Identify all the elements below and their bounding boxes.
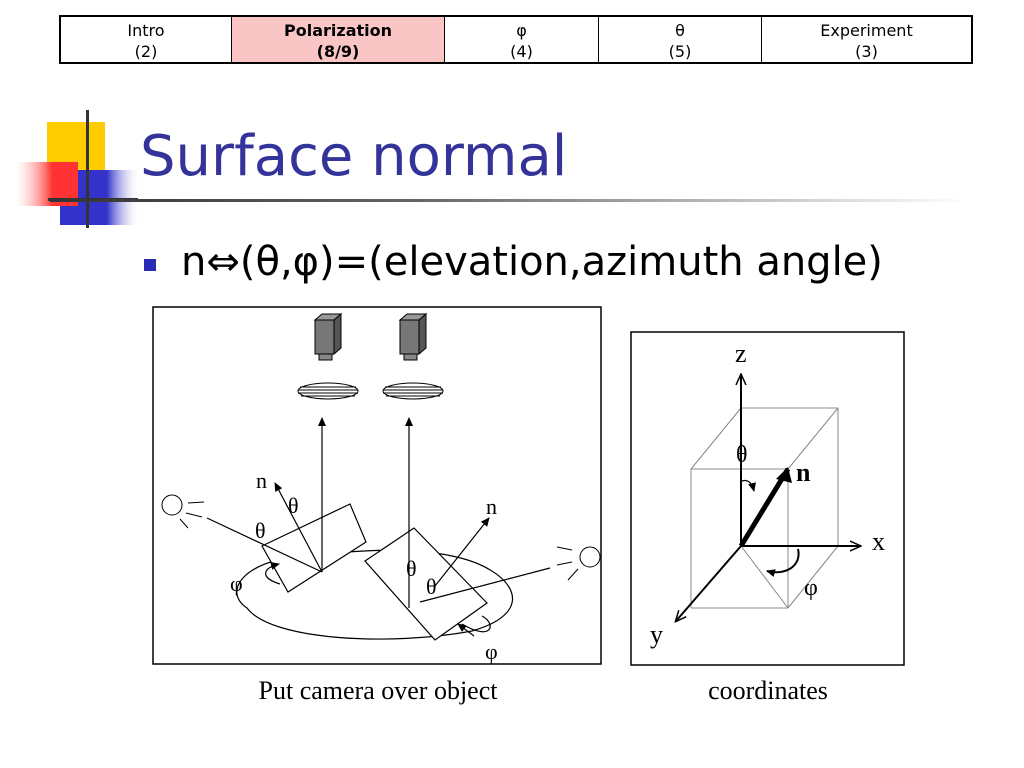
label-theta-right-a: θ xyxy=(406,556,417,581)
label-n-right: n xyxy=(486,494,497,519)
bullet-text: n⇔(θ,φ)=(elevation,azimuth angle) xyxy=(181,239,883,285)
nav-tab-count: (5) xyxy=(668,42,692,61)
label-phi: φ xyxy=(804,575,818,601)
nav-tab-intro[interactable]: Intro (2) xyxy=(61,17,232,62)
caption-left: Put camera over object xyxy=(258,676,498,705)
label-theta-right-b: θ xyxy=(426,574,437,599)
title-underline xyxy=(50,199,970,202)
label-theta-left-bottom: θ xyxy=(255,518,266,543)
slide-title: Surface normal xyxy=(140,124,568,189)
nav-tab-label: Experiment xyxy=(820,21,913,40)
light-source-left-icon xyxy=(161,494,205,529)
nav-tab-label: Intro xyxy=(127,21,165,40)
polarizer-left-icon xyxy=(297,382,359,400)
camera-right-icon xyxy=(398,312,428,361)
coordinates-figure: z x y θ n φ xyxy=(630,331,905,666)
nav-tab-count: (8/9) xyxy=(316,42,360,61)
nav-tab-polarization[interactable]: Polarization (8/9) xyxy=(232,17,445,62)
polarizer-right-icon xyxy=(382,382,444,400)
axis-label-z: z xyxy=(735,339,747,368)
label-phi-right: φ xyxy=(485,639,498,664)
light-source-right-icon xyxy=(556,546,601,581)
nav-tab-label: θ xyxy=(675,21,685,40)
nav-tab-count: (2) xyxy=(134,42,158,61)
bullet-square-icon xyxy=(144,259,156,271)
label-phi-left: φ xyxy=(230,571,243,596)
nav-tab-experiment[interactable]: Experiment (3) xyxy=(762,17,971,62)
nav-tab-label: Polarization xyxy=(284,21,392,40)
camera-setup-figure: n θ θ φ n θ θ φ xyxy=(152,306,602,665)
nav-tab-count: (4) xyxy=(510,42,533,61)
label-theta: θ xyxy=(736,442,748,468)
nav-tab-count: (3) xyxy=(855,42,878,61)
label-n-left: n xyxy=(256,468,267,493)
label-n: n xyxy=(796,458,811,487)
nav-tab-label: φ xyxy=(516,21,527,40)
axis-label-x: x xyxy=(872,527,885,556)
nav-tab-phi[interactable]: φ (4) xyxy=(445,17,599,62)
camera-left-icon xyxy=(313,312,343,361)
title-decoration xyxy=(14,110,138,228)
axis-label-y: y xyxy=(650,620,663,649)
section-nav: Intro (2) Polarization (8/9) φ (4) θ (5)… xyxy=(59,15,973,64)
label-theta-left-top: θ xyxy=(288,493,299,518)
nav-tab-theta[interactable]: θ (5) xyxy=(599,17,762,62)
caption-right: coordinates xyxy=(708,676,828,705)
